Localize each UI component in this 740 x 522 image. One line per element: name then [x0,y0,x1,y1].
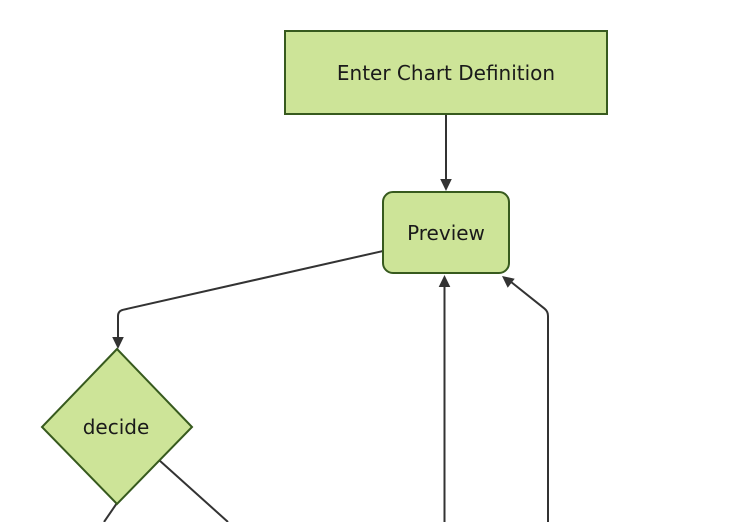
edge-from-below-right-to-preview [509,280,549,522]
node-decide-label: decide [83,415,150,439]
arrowhead-preview-bottom-icon [438,275,451,287]
node-preview-label: Preview [407,221,485,245]
edge-layer [103,114,549,522]
arrowhead-preview-corner-icon [502,276,515,288]
arrowhead-preview-top-icon [440,179,452,191]
node-preview: Preview [382,191,510,274]
node-enter-chart-definition-shape [284,30,608,115]
arrowhead-decide-top-icon [112,337,124,349]
edge-decide-out-right [158,459,229,522]
node-decide: decide [40,347,194,506]
node-preview-shape [382,191,510,274]
node-enter-chart-definition: Enter Chart Definition [284,30,608,115]
node-decide-shape [40,347,194,506]
edge-decide-out-left [103,502,118,522]
node-enter-chart-definition-label: Enter Chart Definition [337,61,555,85]
edge-preview-to-decide [117,250,384,337]
